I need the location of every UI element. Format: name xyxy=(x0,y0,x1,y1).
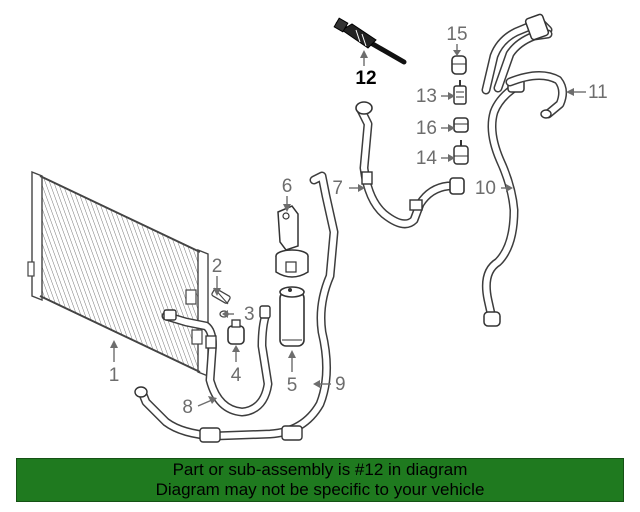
callout-15: 15 xyxy=(446,24,467,45)
callout-14: 14 xyxy=(416,148,438,169)
condenser-part xyxy=(27,170,209,378)
pipe-part-11 xyxy=(481,13,568,119)
callout-10: 10 xyxy=(475,178,496,199)
callout-12: 12 xyxy=(355,68,376,89)
callout-2: 2 xyxy=(212,256,223,277)
callout-1: 1 xyxy=(109,365,120,386)
banner-line-1: Part or sub-assembly is #12 in diagram xyxy=(172,460,468,479)
callout-7: 7 xyxy=(332,178,343,199)
bracket-part-6 xyxy=(275,205,309,278)
cap-part-15 xyxy=(451,55,467,75)
line-part-9 xyxy=(134,171,339,443)
part-info-banner: Part or sub-assembly is #12 in diagram D… xyxy=(16,458,624,502)
callout-4: 4 xyxy=(231,365,242,386)
cap-part-16 xyxy=(453,117,469,133)
callout-16: 16 xyxy=(416,118,437,139)
callout-13: 13 xyxy=(416,86,437,107)
callout-leaders xyxy=(110,44,586,407)
pressure-switch-part-4 xyxy=(227,319,245,345)
fitting-part-2 xyxy=(211,287,231,305)
ac-system-exploded-diagram: 1 2 3 4 5 6 7 8 9 10 11 12 13 14 15 16 xyxy=(27,13,608,443)
callout-9: 9 xyxy=(335,374,346,395)
switch-part-14 xyxy=(453,140,469,165)
hose-part-8 xyxy=(161,305,273,417)
callout-8: 8 xyxy=(182,397,193,418)
banner-line-2: Diagram may not be specific to your vehi… xyxy=(155,480,485,499)
hose-part-10 xyxy=(481,77,525,327)
callout-3: 3 xyxy=(244,304,255,325)
hose-part-7 xyxy=(355,101,465,229)
callout-5: 5 xyxy=(287,375,298,396)
valve-part-13 xyxy=(453,80,467,105)
highlighted-part-12 xyxy=(333,17,407,65)
callout-6: 6 xyxy=(282,176,293,197)
callout-11: 11 xyxy=(588,82,608,103)
receiver-drier-part-5 xyxy=(279,286,305,347)
callout-labels: 1 2 3 4 5 6 7 8 9 10 11 12 13 14 15 16 xyxy=(109,24,608,418)
